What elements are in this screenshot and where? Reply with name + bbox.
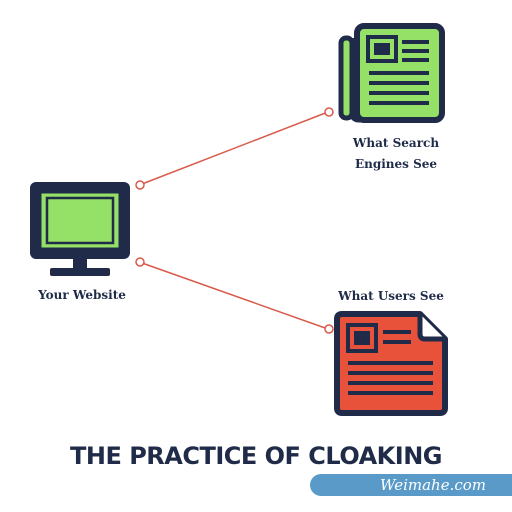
connector-users <box>135 257 334 334</box>
diagram-title: THE PRACTICE OF CLOAKING <box>70 442 442 470</box>
watermark-text: Weimahe.com <box>380 476 486 494</box>
connector-search-engines <box>135 107 334 190</box>
users-label: What Users See <box>338 289 444 303</box>
document-icon <box>334 311 448 416</box>
search-engines-label-line1: What Search <box>352 136 440 150</box>
newspaper-icon <box>338 23 445 123</box>
watermark-bar <box>310 474 512 496</box>
your-website-label: Your Website <box>38 288 126 302</box>
monitor-icon <box>30 182 130 276</box>
search-engines-label-line2: Engines See <box>354 157 438 171</box>
